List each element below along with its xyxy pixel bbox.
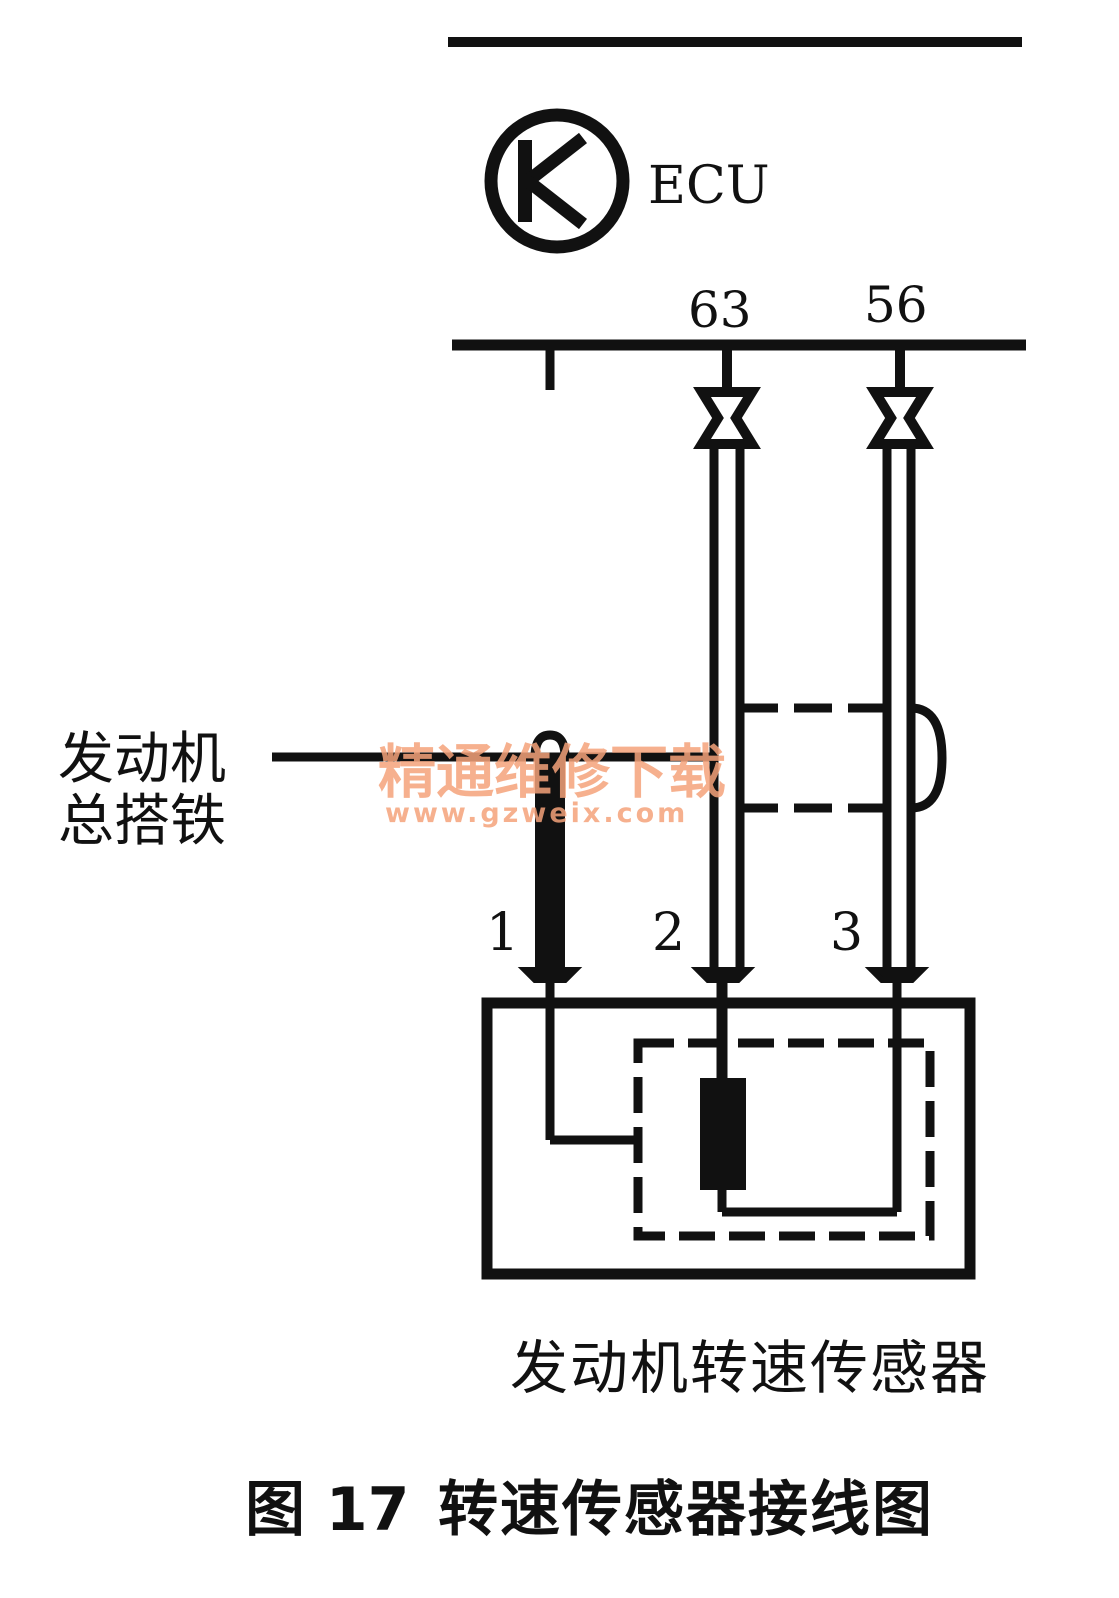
ecu-label: ECU — [648, 156, 770, 216]
connector-pin-2-label: 2 — [652, 903, 685, 963]
watermark-name: 精通维修下载 — [378, 738, 726, 806]
wire-shield — [740, 703, 947, 813]
ecu-pin-63-label: 63 — [688, 281, 752, 339]
sensor-internal-wiring — [545, 980, 902, 1217]
figure-number: 图 17 — [245, 1475, 409, 1545]
figure-title: 转速传感器接线图 — [438, 1475, 934, 1545]
watermark-url: www.gzweix.com — [385, 798, 688, 829]
ecu-symbol-icon — [484, 108, 630, 254]
sensor-inner-shield — [633, 1038, 935, 1241]
sensor-label: 发动机转速传感器 — [510, 1334, 990, 1402]
connector-pin-1-label: 1 — [486, 903, 519, 963]
wire-pin-56 — [866, 345, 934, 970]
sensor-coil-icon — [700, 1078, 746, 1190]
ground-label-line-1: 发动机 — [58, 727, 226, 792]
connector-pin-3-label: 3 — [830, 903, 863, 963]
ecu-pin-56-label: 56 — [864, 276, 928, 334]
sensor-connector-terminals — [517, 967, 930, 983]
sensor-housing — [481, 997, 976, 1280]
wire-pin-63 — [693, 345, 761, 970]
ground-wire-pin-1 — [530, 730, 570, 970]
ground-label-line-2: 总搭铁 — [58, 789, 226, 854]
